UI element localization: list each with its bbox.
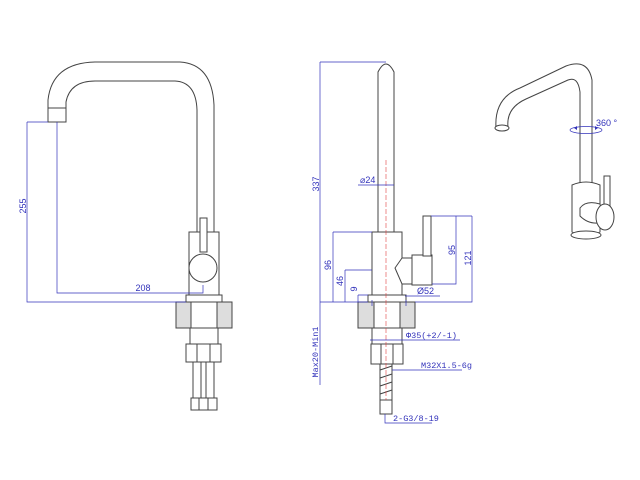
handle-wedge: [394, 257, 413, 285]
dim-spout-dia: ⌀24: [360, 175, 375, 185]
dim-96: 96: [323, 260, 333, 270]
mounting-nut: [185, 343, 222, 363]
dim-hose-thread: 2-G3/8-19: [393, 414, 439, 424]
hose-nut: [379, 399, 393, 415]
dim-9: 9: [349, 286, 359, 291]
lever: [422, 215, 432, 257]
dim-95: 95: [447, 245, 457, 255]
spout-pipe: [377, 63, 395, 232]
handle-cylinder: [411, 254, 433, 286]
dim-255: 255: [18, 198, 28, 213]
washer: [189, 327, 219, 345]
handle-knob: [595, 203, 615, 231]
lever: [199, 217, 208, 253]
spout-tip: [494, 124, 510, 132]
dim-46: 46: [335, 276, 345, 286]
spout-tip: [47, 107, 67, 123]
base-plate: [185, 294, 223, 303]
front-view: 255 208: [18, 61, 233, 411]
dim-thread: M32X1.5-6g: [421, 361, 472, 371]
hose-left: [192, 361, 202, 399]
dim-337: 337: [311, 176, 321, 191]
dim-hole-dia: Φ35(+2/-1): [406, 331, 457, 341]
perspective-view: 360 °: [494, 63, 618, 240]
shank: [190, 301, 218, 329]
dim-121: 121: [463, 250, 473, 265]
rotation-label: 360 °: [596, 118, 618, 128]
spout-outer: [47, 61, 215, 232]
shank: [373, 301, 401, 329]
base-plate: [367, 294, 407, 303]
rotation-arrow: [569, 126, 603, 134]
washer: [371, 327, 403, 345]
hose-nuts: [190, 397, 218, 411]
side-view: 337 Max20-Min1 ⌀24 96 46 9 95 121 Ø52 Φ3…: [311, 61, 473, 424]
hose-right: [205, 361, 215, 399]
handle-knob: [188, 253, 218, 283]
body: [371, 231, 403, 296]
mounting-nut: [370, 343, 404, 365]
dim-base-dia: Ø52: [417, 286, 434, 296]
dim-max20-min1: Max20-Min1: [311, 326, 321, 377]
base-plate: [570, 230, 602, 240]
spout-inner: [65, 80, 198, 232]
dim-208: 208: [135, 283, 150, 293]
